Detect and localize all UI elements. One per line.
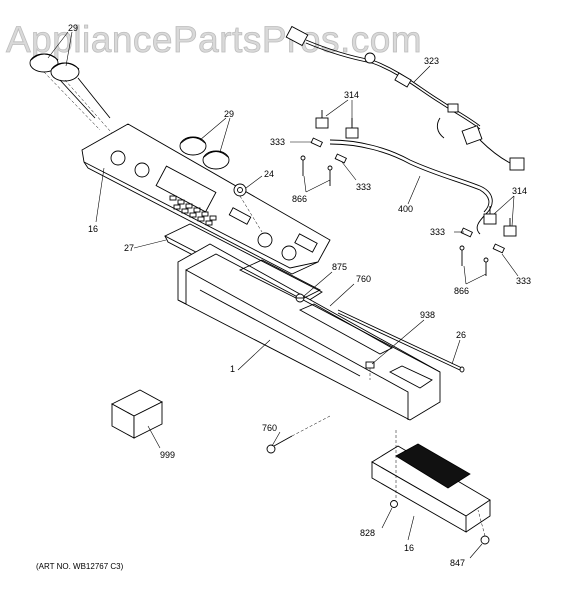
wire-400 (329, 139, 493, 235)
callout-knob-left: 29 (68, 23, 78, 33)
watermark-text: AppliancePartsPros.com (6, 19, 422, 60)
callout-box: 999 (160, 450, 175, 460)
callout-panel-faceplate: 16 (88, 224, 98, 234)
callout-terminal-333-c: 333 (430, 227, 445, 237)
callout-clip: 938 (420, 310, 435, 320)
callout-switch-314-top: 314 (344, 90, 359, 100)
callout-wire-400: 400 (398, 204, 413, 214)
callout-screw-847: 847 (450, 558, 465, 568)
callout-switch-314-right: 314 (512, 186, 527, 196)
callout-labels: 29 29 16 24 27 875 760 1 999 760 938 26 … (68, 23, 531, 568)
clip-938 (365, 361, 375, 380)
wire-harness-323 (285, 25, 525, 171)
box-999 (111, 389, 163, 439)
main-channel-body (177, 243, 441, 421)
keypad-grid (169, 195, 217, 226)
callout-terminal-333-d: 333 (516, 276, 531, 286)
knob-pair-center (179, 136, 230, 170)
callout-board: 16 (404, 543, 414, 553)
callout-nut-828: 828 (360, 528, 375, 538)
screw-875 (295, 293, 305, 303)
rod (337, 309, 465, 373)
control-panel-faceplate (81, 123, 331, 275)
callout-spacer: 24 (264, 169, 274, 179)
callout-screw-760-top: 760 (356, 274, 371, 284)
callout-pin-866-bottom: 866 (454, 286, 469, 296)
screw-760-bottom (266, 415, 331, 454)
art-number: (ART NO. WB12767 C3) (36, 562, 124, 571)
leader-lines (47, 31, 519, 559)
terminals-right (459, 227, 505, 276)
callout-rod: 26 (456, 330, 466, 340)
callout-channel: 1 (230, 364, 235, 374)
spacer-ring (233, 183, 263, 233)
knob-pair-left (29, 53, 119, 141)
screw-847 (477, 509, 490, 545)
callout-backplate: 27 (124, 243, 134, 253)
terminals-top (300, 137, 347, 186)
switch-314-right (483, 206, 517, 237)
nut-828 (390, 500, 398, 508)
control-board (371, 430, 491, 533)
callout-screw-760-bottom: 760 (262, 423, 277, 433)
callout-pin-866-top: 866 (292, 194, 307, 204)
callout-harness-323: 323 (424, 56, 439, 66)
callout-screw-875: 875 (332, 262, 347, 272)
callout-terminal-333-a: 333 (270, 137, 285, 147)
callout-terminal-333-b: 333 (356, 182, 371, 192)
callout-knob-center: 29 (224, 109, 234, 119)
